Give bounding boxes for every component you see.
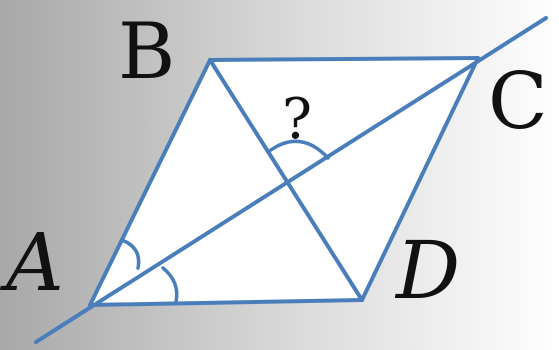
unknown-angle-label: ? [282, 87, 312, 152]
edge-da [88, 298, 364, 307]
vertex-label-a: A [0, 216, 64, 309]
vertex-label-b: B [118, 7, 175, 97]
diagonal-bd [208, 58, 364, 302]
angle-arc-a-upper [120, 238, 141, 270]
vertex-label-c: C [488, 57, 548, 147]
edge-cd [360, 56, 480, 302]
diagonal-line-ac [34, 16, 548, 344]
angle-arc-a-lower [161, 266, 179, 304]
rhombus-fill [90, 58, 478, 305]
edge-ab [88, 58, 212, 307]
vertex-label-d: D [394, 224, 460, 317]
angle-arc-intersection [266, 139, 330, 160]
edge-bc [208, 56, 480, 62]
